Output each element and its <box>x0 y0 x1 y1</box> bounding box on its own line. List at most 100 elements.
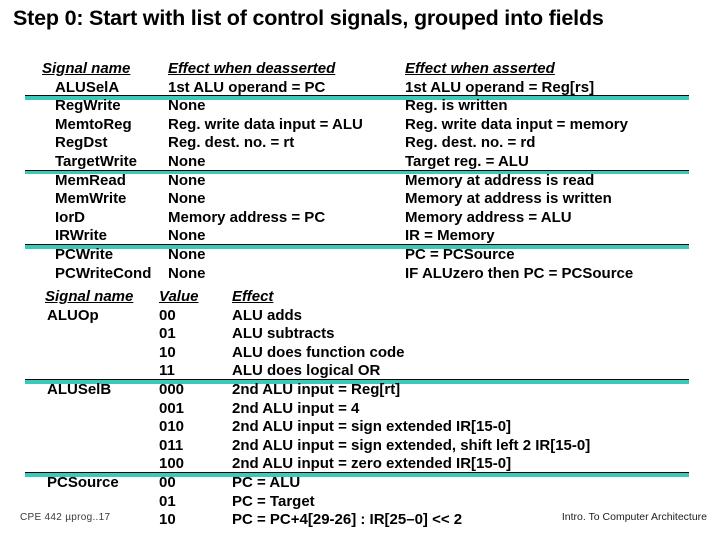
value-cell: 01 <box>159 492 176 510</box>
signal-name-cell: PCWrite <box>55 245 114 263</box>
asserted-effect-cell: 1st ALU operand = Reg[rs] <box>405 78 595 96</box>
asserted-effect-cell: Reg. write data input = memory <box>405 115 628 133</box>
signal-name-cell: MemWrite <box>55 190 127 208</box>
table-row: ALUOp 00 ALU adds <box>0 307 720 326</box>
deasserted-effect-cell: None <box>168 171 206 189</box>
signal-name-cell: ALUSelB <box>47 380 112 398</box>
signal-name-cell: IRWrite <box>55 227 107 245</box>
asserted-effect-cell: PC = PCSource <box>405 245 515 263</box>
table-header-row: Signal name Value Effect <box>0 288 720 307</box>
group-divider-line <box>25 471 689 477</box>
table-row: 10 ALU does function code <box>0 344 720 363</box>
effect-cell: 2nd ALU input = 4 <box>232 399 360 417</box>
deasserted-effect-cell: 1st ALU operand = PC <box>168 78 326 96</box>
table-row: IRWrite None IR = Memory <box>0 227 720 249</box>
effect-cell: 2nd ALU input = Reg[rt] <box>232 380 401 398</box>
value-cell: 11 <box>159 362 175 380</box>
asserted-effect-cell: Reg. is written <box>405 97 508 115</box>
asserted-effect-cell: Memory at address is written <box>405 190 612 208</box>
group-divider-line <box>25 169 689 175</box>
asserted-effect-cell: IF ALUzero then PC = PCSource <box>405 264 634 282</box>
deasserted-effect-cell: Memory address = PC <box>168 208 326 226</box>
effect-cell: PC = PC+4[29-26] : IR[25–0] << 2 <box>232 511 463 529</box>
table-row: PCWriteCond None IF ALUzero then PC = PC… <box>0 265 720 284</box>
signal-name-cell: TargetWrite <box>55 152 137 170</box>
table-row: 10 PC = PC+4[29-26] : IR[25–0] << 2 <box>0 511 720 530</box>
signal-name-cell: ALUSelA <box>55 78 120 96</box>
asserted-effect-cell: Reg. dest. no. = rd <box>405 134 536 152</box>
table-row: PCSource 00 PC = ALU <box>0 474 720 493</box>
deasserted-effect-cell: Reg. dest. no. = rt <box>168 134 295 152</box>
table-row: RegDst Reg. dest. no. = rt Reg. dest. no… <box>0 134 720 153</box>
table-row: MemRead None Memory at address is read <box>0 172 720 191</box>
header-effect: Effect <box>232 288 274 305</box>
deasserted-effect-cell: None <box>168 227 206 245</box>
value-cell: 000 <box>159 380 185 398</box>
effect-cell: ALU adds <box>232 306 303 324</box>
table-body: ALUSelA 1st ALU operand = PC 1st ALU ope… <box>0 79 720 284</box>
control-signals-table: Signal name Effect when deasserted Effec… <box>0 60 720 283</box>
table-body: ALUOp 00 ALU adds 01 ALU subtracts 10 AL… <box>0 307 720 530</box>
table-row: RegWrite None Reg. is written <box>0 97 720 116</box>
value-cell: 011 <box>159 436 184 454</box>
signal-name-cell: PCSource <box>47 473 119 491</box>
value-cell: 010 <box>159 418 185 436</box>
table-row: 100 2nd ALU input = zero extended IR[15-… <box>0 455 720 477</box>
effect-cell: PC = ALU <box>232 473 301 491</box>
signal-name-cell: MemtoReg <box>55 115 132 133</box>
deasserted-effect-cell: None <box>168 264 206 282</box>
header-signal-name: Signal name <box>45 288 134 305</box>
header-value: Value <box>159 288 199 305</box>
table-row: TargetWrite None Target reg. = ALU <box>0 152 720 175</box>
table-row: 11 ALU does logical OR <box>0 362 720 384</box>
value-cell: 10 <box>159 511 176 529</box>
table-row: 01 PC = Target <box>0 493 720 512</box>
value-cell: 100 <box>159 455 185 473</box>
value-cell: 01 <box>159 325 176 343</box>
signal-name-cell: ALUOp <box>47 306 99 324</box>
header-effect-asserted: Effect when asserted <box>405 60 555 77</box>
header-effect-deasserted: Effect when deasserted <box>168 60 336 77</box>
effect-cell: 2nd ALU input = sign extended IR[15-0] <box>232 418 512 436</box>
asserted-effect-cell: Memory address = ALU <box>405 208 572 226</box>
effect-cell: ALU does function code <box>232 343 405 361</box>
table-row: ALUSelB 000 2nd ALU input = Reg[rt] <box>0 381 720 400</box>
signal-values-table: Signal name Value Effect ALUOp 00 ALU ad… <box>0 288 720 530</box>
slide-title: Step 0: Start with list of control signa… <box>13 6 604 30</box>
header-signal-name: Signal name <box>42 60 131 77</box>
asserted-effect-cell: IR = Memory <box>405 227 495 245</box>
value-cell: 001 <box>159 399 185 417</box>
footer-course-title: Intro. To Computer Architecture <box>561 511 707 523</box>
value-cell: 00 <box>159 306 176 324</box>
footer-course-label: CPE 442 µprog..17 <box>20 512 111 523</box>
table-row: MemWrite None Memory at address is writt… <box>0 190 720 209</box>
table-row: 010 2nd ALU input = sign extended IR[15-… <box>0 418 720 437</box>
deasserted-effect-cell: None <box>168 190 206 208</box>
signal-name-cell: RegWrite <box>55 97 121 115</box>
deasserted-effect-cell: None <box>168 152 206 170</box>
table-row: IorD Memory address = PC Memory address … <box>0 209 720 228</box>
deasserted-effect-cell: Reg. write data input = ALU <box>168 115 363 133</box>
effect-cell: 2nd ALU input = sign extended, shift lef… <box>232 436 591 454</box>
effect-cell: ALU subtracts <box>232 325 335 343</box>
group-divider-line <box>25 378 689 384</box>
table-row: MemtoReg Reg. write data input = ALU Reg… <box>0 116 720 135</box>
effect-cell: ALU does logical OR <box>232 362 381 380</box>
signal-name-cell: IorD <box>55 208 85 226</box>
deasserted-effect-cell: None <box>168 245 206 263</box>
asserted-effect-cell: Target reg. = ALU <box>405 152 529 170</box>
value-cell: 00 <box>159 473 176 491</box>
signal-name-cell: MemRead <box>55 171 126 189</box>
table-header-row: Signal name Effect when deasserted Effec… <box>0 60 720 79</box>
deasserted-effect-cell: None <box>168 97 206 115</box>
value-cell: 10 <box>159 343 176 361</box>
table-row: PCWrite None PC = PCSource <box>0 246 720 265</box>
table-row: ALUSelA 1st ALU operand = PC 1st ALU ope… <box>0 78 720 100</box>
table-row: 001 2nd ALU input = 4 <box>0 400 720 419</box>
group-divider-line <box>25 95 689 100</box>
signal-name-cell: RegDst <box>55 134 108 152</box>
signal-name-cell: PCWriteCond <box>55 264 152 282</box>
table-row: 01 ALU subtracts <box>0 325 720 344</box>
group-divider-line <box>25 243 689 249</box>
